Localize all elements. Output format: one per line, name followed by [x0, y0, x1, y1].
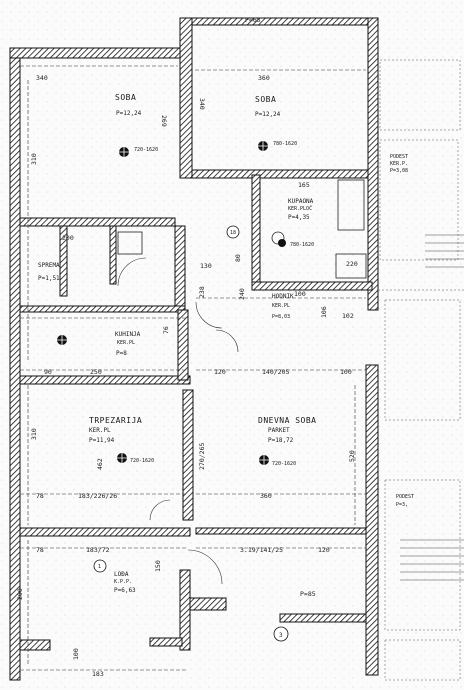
- door-swings: [117, 257, 239, 585]
- dim-label: 76: [162, 326, 170, 334]
- room-floor: KER.PL: [272, 303, 290, 309]
- dim-label: 520: [348, 450, 356, 462]
- room-area: P=4,35: [288, 214, 310, 221]
- circle-markers: [93, 225, 289, 642]
- room-kupaona: KUPAONA KER.PLOČ P=4,35 780-1620: [288, 198, 314, 248]
- room-name: PODEST: [390, 154, 408, 160]
- dim-label: P=85: [300, 590, 316, 598]
- room-name: PODEST: [396, 494, 414, 500]
- room-lodja: LOĐA K.P.P. P=6,63: [114, 571, 136, 594]
- room-floor: PARKET: [268, 427, 290, 434]
- room-name: SOBA: [255, 95, 276, 104]
- dim-label: 270/265: [198, 443, 206, 470]
- room-floor: KER.PL: [89, 427, 111, 434]
- dim-label: 183: [92, 670, 104, 678]
- room-floor: KER.P.: [390, 161, 408, 167]
- room-area: P=18,72: [268, 437, 294, 444]
- dimension-labels: P=65 340 360 269 340 310 200 165 250 90 …: [16, 16, 358, 678]
- room-code: 780-1620: [273, 141, 297, 147]
- dim-label: 269: [160, 115, 168, 127]
- room-name: SOBA: [115, 93, 136, 102]
- dim-label: 78: [36, 546, 44, 554]
- room-soba-left: SOBA P=12,24 720-1620: [115, 93, 158, 153]
- dim-label: 250: [90, 368, 102, 376]
- room-trpezarija: TRPEZARIJA KER.PL P=11,94 720-1620: [89, 416, 154, 464]
- marker-1: 1: [98, 564, 101, 570]
- dim-label: 462: [96, 458, 104, 470]
- dim-label: 310: [30, 428, 38, 440]
- walls: [9, 17, 379, 681]
- dim-label: 240: [238, 288, 246, 300]
- dim-label: 200: [62, 234, 74, 242]
- dim-label: 183/72: [86, 546, 110, 554]
- room-name: LOĐA: [114, 571, 129, 578]
- dimension-lines: [20, 65, 366, 671]
- room-kuhinja: KUHINJA KER.PL P=8: [115, 331, 141, 357]
- dim-label: 140/205: [262, 368, 289, 376]
- dim-label: 340: [198, 98, 206, 110]
- room-sprema: SPREMA P=1,51: [38, 262, 60, 282]
- room-code: 720-1620: [272, 461, 296, 467]
- dim-label: 100: [340, 368, 352, 376]
- room-area: P=1,51: [38, 275, 60, 282]
- neighbor-area: [378, 59, 464, 681]
- dim-label: 106: [320, 306, 328, 318]
- dim-label: 360: [258, 74, 270, 82]
- room-name: KUPAONA: [288, 198, 314, 205]
- room-name: SPREMA: [38, 262, 60, 269]
- room-area: P=11,94: [89, 437, 115, 444]
- room-area: P=12,24: [255, 111, 281, 118]
- dim-label: 183/226/26: [78, 492, 117, 500]
- level-markers: [57, 141, 286, 465]
- dim-label: 3.19/141/25: [240, 546, 283, 554]
- dim-label: 102: [342, 312, 354, 320]
- stairs: [400, 234, 464, 581]
- room-area: P=3,08: [390, 168, 408, 174]
- dim-label: 120: [318, 546, 330, 554]
- room-code: 780-1620: [290, 242, 314, 248]
- dim-label: 130: [200, 262, 212, 270]
- room-name: HODNIK: [272, 293, 294, 300]
- dim-label: P=65: [245, 16, 261, 24]
- marker-18: 18: [230, 230, 236, 236]
- room-name: DNEVNA SOBA: [258, 416, 316, 425]
- dim-label: 360: [260, 492, 272, 500]
- dim-label: 220: [346, 260, 358, 268]
- dim-label: 150: [154, 560, 162, 572]
- dim-label: 90: [44, 368, 52, 376]
- room-code: 720-1620: [130, 458, 154, 464]
- dim-label: 78: [36, 492, 44, 500]
- room-dnevna-soba: DNEVNA SOBA PARKET P=18,72 720-1620: [258, 416, 316, 467]
- room-podest-upper: PODEST KER.P. P=3,08: [390, 154, 408, 174]
- marker-3: 3: [279, 632, 283, 639]
- room-area: P=8,03: [272, 314, 290, 320]
- dim-label: 310: [30, 153, 38, 165]
- dim-label: 80: [234, 254, 242, 262]
- dim-label: 100: [72, 648, 80, 660]
- room-area: P=3,: [396, 502, 408, 508]
- bathroom-fixtures: [117, 179, 367, 279]
- room-soba-right: SOBA P=12,24 780-1620: [255, 95, 297, 147]
- room-area: P=8: [116, 350, 127, 357]
- room-floor: K.P.P.: [114, 579, 132, 585]
- dim-label: 340: [36, 74, 48, 82]
- room-name: KUHINJA: [115, 331, 141, 338]
- room-area: P=12,24: [116, 110, 142, 117]
- dim-label: 165: [298, 181, 310, 189]
- room-podest-lower: PODEST P=3,: [396, 494, 414, 508]
- room-name: TRPEZARIJA: [89, 416, 142, 425]
- dim-label: 200: [16, 588, 24, 600]
- room-floor: KER.PLOČ: [288, 205, 312, 212]
- room-hodnik: HODNIK KER.PL P=8,03: [272, 293, 294, 320]
- dim-label: 238: [198, 286, 206, 298]
- dim-label: 100: [294, 290, 306, 298]
- room-area: P=6,63: [114, 587, 136, 594]
- room-floor: KER.PL: [117, 340, 135, 346]
- dim-label: 120: [214, 368, 226, 376]
- room-code: 720-1620: [134, 147, 158, 153]
